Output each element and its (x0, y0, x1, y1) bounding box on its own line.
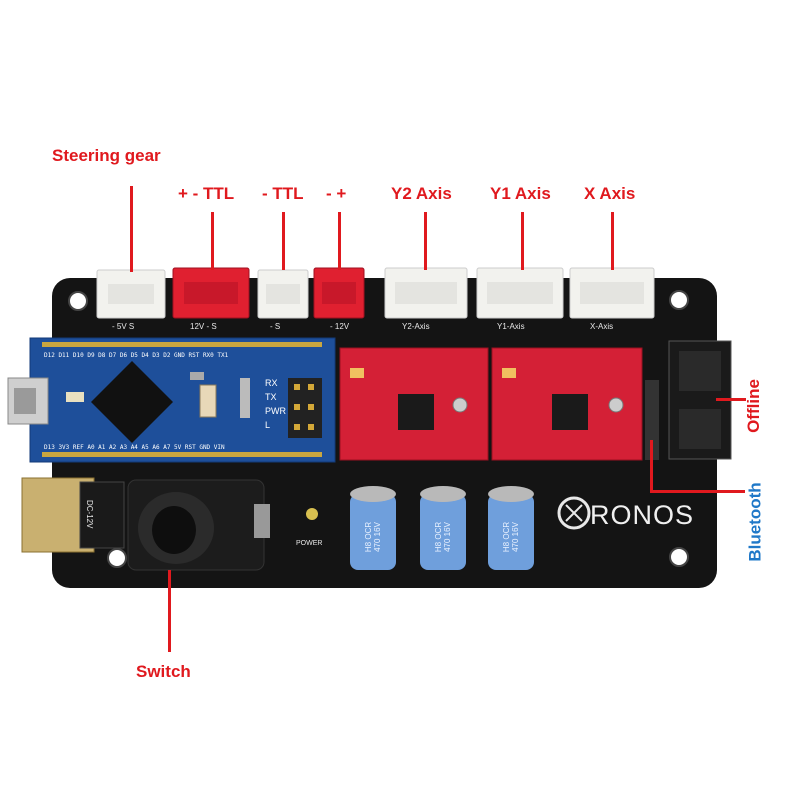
capacitor (350, 486, 396, 570)
power-led (306, 508, 318, 520)
power-pin-label: - 12V (330, 322, 350, 331)
logo-text: RONOS (590, 500, 695, 530)
mount-hole (669, 547, 689, 567)
mount-hole (107, 548, 127, 568)
nano-led-pwr: PWR (265, 406, 286, 416)
label-offline: Offline (743, 379, 763, 433)
ttl1-pointer (211, 212, 214, 270)
bluetooth-pointer-h (650, 490, 745, 493)
label-ttl-minus: - TTL (262, 184, 304, 203)
nano-top-pins: D12 D11 D10 D9 D8 D7 D6 D5 D4 D3 D2 GND … (44, 352, 229, 359)
label-power: - + (326, 184, 347, 203)
nano-bottom-pins: D13 3V3 REF A0 A1 A2 A3 A4 A5 A6 A7 5V R… (44, 444, 225, 451)
bluetooth-pointer-v (650, 440, 653, 492)
y2-pointer (424, 212, 427, 270)
switch-pointer (168, 570, 171, 652)
nano-led-tx: TX (265, 392, 277, 402)
pin-header-strip (645, 380, 659, 460)
label-steering-gear: Steering gear (52, 146, 161, 165)
power-led-label: POWER (296, 540, 323, 547)
ttl2-pin-label: - S (270, 322, 281, 331)
stepper-driver-y2 (339, 347, 489, 461)
label-ttl-plus-minus: + - TTL (178, 184, 235, 203)
x-pointer (611, 212, 614, 270)
connector-ttl-2 (257, 269, 309, 319)
cronos-logo-icon (557, 496, 591, 530)
connector-steering (96, 269, 166, 319)
label-y1-axis: Y1 Axis (490, 184, 551, 203)
dc-jack-label: DC-12V (85, 500, 94, 529)
connector-y2 (384, 267, 468, 319)
label-bluetooth: Bluetooth (745, 482, 765, 562)
ttl-pin-label: 12V - S (190, 322, 217, 331)
connector-ttl-1 (172, 267, 250, 319)
label-x-axis: X Axis (584, 184, 636, 203)
connector-x (569, 267, 655, 319)
power-switch (127, 479, 270, 571)
arduino-nano (7, 337, 336, 463)
capacitor (420, 486, 466, 570)
icsp-header (288, 378, 322, 438)
nano-led-l: L (265, 420, 271, 430)
capacitor (488, 486, 534, 570)
ttl2-pointer (282, 212, 285, 270)
offline-pointer (716, 398, 746, 401)
mount-hole (68, 291, 88, 311)
connector-power (313, 267, 365, 319)
nano-led-rx: RX (265, 378, 278, 388)
mount-hole (669, 290, 689, 310)
steering-gear-pointer (130, 186, 133, 272)
connector-y1 (476, 267, 564, 319)
stepper-driver-y1 (491, 347, 643, 461)
y2-axis-silk: Y2-Axis (402, 322, 430, 331)
label-switch: Switch (136, 662, 191, 681)
label-y2-axis: Y2 Axis (391, 184, 452, 203)
x-axis-silk: X-Axis (590, 322, 614, 331)
y1-pointer (521, 212, 524, 270)
y1-axis-silk: Y1-Axis (497, 322, 525, 331)
power-pointer (338, 212, 341, 270)
reset-button (199, 384, 217, 418)
dc-jack (21, 477, 125, 553)
servo-pin-label: - 5V S (112, 322, 135, 331)
